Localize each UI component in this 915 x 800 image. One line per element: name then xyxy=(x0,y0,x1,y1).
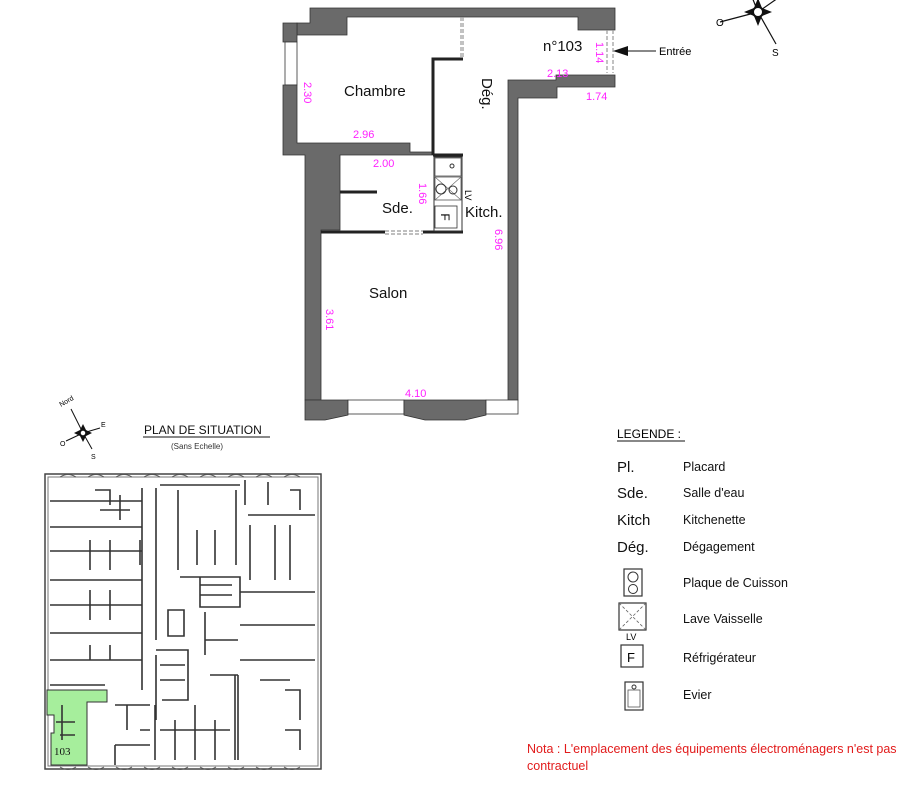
legend-label-placard: Placard xyxy=(683,460,725,474)
disclaimer-note: Nota : L'emplacement des équipements éle… xyxy=(527,742,897,773)
legend-dishwasher-mark: LV xyxy=(626,632,636,642)
dim-salon-height: 3.61 xyxy=(323,309,335,330)
cooktop-icon xyxy=(434,176,462,201)
room-salon: Salon xyxy=(369,285,407,302)
window-chambre xyxy=(284,41,298,86)
legend: LEGENDE : Pl. Placard Sde. Salle d'eau K… xyxy=(617,427,788,711)
kitchen-equipment: F LV xyxy=(433,156,473,232)
legend-label-cooktop: Plaque de Cuisson xyxy=(683,576,788,590)
highlighted-unit-label: 103 xyxy=(54,746,71,758)
legend-abbr-placard: Pl. xyxy=(617,459,635,476)
door-entrance xyxy=(606,30,614,73)
room-degagement: Dég. xyxy=(478,78,495,110)
situation-subtitle: (Sans Echelle) xyxy=(171,442,223,451)
legend-title: LEGENDE : xyxy=(617,427,681,441)
legend-label-dishwasher: Lave Vaisselle xyxy=(683,612,763,626)
window-salon-left xyxy=(347,399,405,415)
wall-chambre-deg xyxy=(431,57,463,155)
compass-west: O xyxy=(716,18,724,29)
legend-label-kitch: Kitchenette xyxy=(683,513,746,527)
dim-deg-length: 6.96 xyxy=(492,229,504,250)
dim-sde-width: 2.00 xyxy=(373,158,394,170)
wall-right xyxy=(507,74,616,401)
situation-compass-icon: Nord E O S xyxy=(59,395,107,461)
window-salon-right xyxy=(485,399,519,415)
unit-number: n°103 xyxy=(543,38,582,55)
door-chambre xyxy=(460,17,464,57)
door-sde-salon xyxy=(385,230,423,235)
legend-label-fridge: Réfrigérateur xyxy=(683,651,756,665)
situation-plan: 103 xyxy=(44,473,322,770)
dim-entry-width: 2.13 xyxy=(547,68,568,80)
dishwasher-icon xyxy=(618,602,647,631)
fridge-icon xyxy=(620,644,644,668)
cooktop-icon xyxy=(623,568,643,597)
fridge-label: F xyxy=(438,213,452,220)
dim-chambre-width: 2.96 xyxy=(353,129,374,141)
compass-rose-icon: O S xyxy=(716,0,779,59)
legend-abbr-deg: Dég. xyxy=(617,539,649,556)
legend-fridge-mark: F xyxy=(627,650,635,665)
legend-label-sde: Salle d'eau xyxy=(683,486,745,500)
wall-bottom-middle xyxy=(403,399,487,421)
compass-south: S xyxy=(772,48,779,59)
compass-south-small: S xyxy=(91,454,96,461)
entrance-arrow-icon xyxy=(613,46,656,56)
fridge-icon xyxy=(434,205,458,229)
legend-abbr-kitch: Kitch xyxy=(617,512,650,529)
wall-bottom-left xyxy=(304,399,349,421)
sink-icon xyxy=(624,681,644,711)
entrance-label: Entrée xyxy=(659,46,691,58)
dishwasher-label: LV xyxy=(463,190,473,200)
room-chambre: Chambre xyxy=(344,83,406,100)
legend-label-sink: Evier xyxy=(683,688,711,702)
legend-label-deg: Dégagement xyxy=(683,540,755,554)
legend-abbr-sde: Sde. xyxy=(617,485,648,502)
dim-entry-outer: 1.74 xyxy=(586,91,607,103)
compass-east: E xyxy=(101,422,106,429)
wall-chambre-left xyxy=(282,22,298,43)
dim-chambre-height: 2.30 xyxy=(301,82,313,103)
faucet-icon xyxy=(449,163,455,169)
dim-entry-height: 1.14 xyxy=(593,42,605,63)
room-kitchenette: Kitch. xyxy=(465,204,503,221)
wall-chambre-left-lower xyxy=(282,84,434,401)
apartment-plan: F LV Chambre n°103 Dég. Sde. Kitch. Salo… xyxy=(282,7,691,421)
dim-salon-width: 4.10 xyxy=(405,388,426,400)
situation-title: PLAN DE SITUATION xyxy=(144,423,262,437)
compass-north: Nord xyxy=(59,395,76,409)
sink-icon xyxy=(434,157,462,177)
room-sde: Sde. xyxy=(382,200,413,217)
dim-kitchen-height: 1.66 xyxy=(416,183,428,204)
compass-west-small: O xyxy=(60,441,66,448)
wall-top xyxy=(296,7,616,36)
